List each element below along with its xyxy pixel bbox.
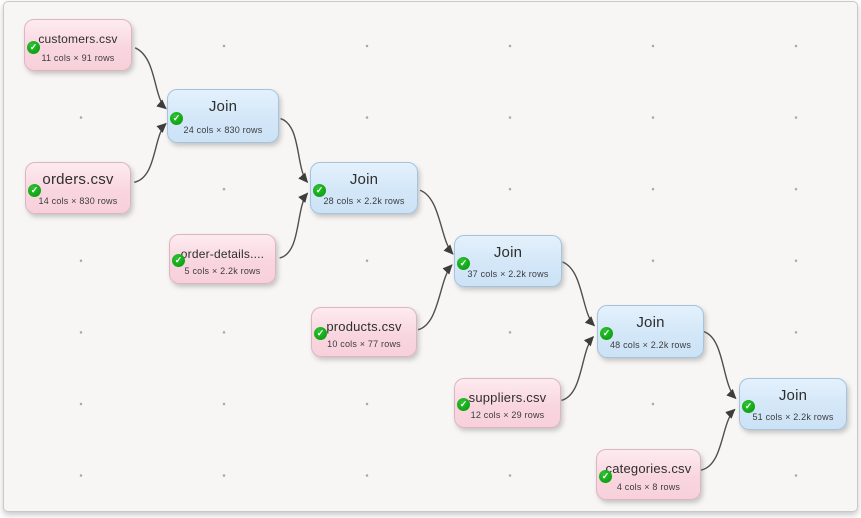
check-icon: ✓ [742, 399, 755, 413]
node-stats: 14 cols × 830 rows [38, 196, 118, 206]
node-stats: 48 cols × 2.2k rows [609, 340, 692, 350]
check-icon: ✓ [172, 254, 185, 268]
node-stats: 37 cols × 2.2k rows [467, 269, 549, 279]
check-icon: ✓ [314, 327, 327, 341]
node-title: categories.csv [605, 461, 692, 476]
flow-canvas[interactable]: customers.csv ✓ 11 cols × 91 rows Join ✓… [3, 1, 858, 512]
node-stats: 5 cols × 2.2k rows [184, 266, 261, 276]
node-suppliers-csv[interactable]: suppliers.csv ✓ 12 cols × 29 rows [454, 378, 561, 428]
node-title: order-details.... [180, 247, 265, 261]
connector-categories-to-join5 [700, 408, 736, 471]
check-icon: ✓ [28, 183, 41, 197]
node-stats: 4 cols × 8 rows [616, 482, 681, 492]
check-icon: ✓ [457, 398, 470, 412]
node-title: orders.csv [42, 171, 114, 188]
node-title: Join [778, 387, 808, 404]
check-icon: ✓ [313, 183, 326, 197]
node-title: Join [636, 314, 665, 331]
node-stats: 12 cols × 29 rows [470, 410, 545, 420]
check-icon: ✓ [600, 327, 613, 341]
node-title: suppliers.csv [468, 390, 547, 405]
node-order-details-csv[interactable]: order-details.... ✓ 5 cols × 2.2k rows [169, 234, 276, 284]
node-orders-csv[interactable]: orders.csv ✓ 14 cols × 830 rows [25, 162, 131, 214]
connector-join2-to-join3 [419, 189, 454, 255]
connector-join1-to-join2 [280, 117, 309, 184]
check-icon: ✓ [27, 40, 40, 54]
node-title: Join [349, 171, 379, 188]
node-categories-csv[interactable]: categories.csv ✓ 4 cols × 8 rows [596, 449, 701, 500]
node-join-1[interactable]: Join ✓ 24 cols × 830 rows [167, 89, 279, 143]
node-join-3[interactable]: Join ✓ 37 cols × 2.2k rows [454, 235, 562, 287]
connector-join3-to-join4 [562, 261, 596, 327]
node-stats: 10 cols × 77 rows [327, 339, 401, 349]
node-title: Join [493, 244, 523, 261]
node-title: Join [208, 98, 238, 115]
node-title: customers.csv [38, 32, 118, 46]
node-stats: 11 cols × 91 rows [41, 53, 115, 63]
check-icon: ✓ [170, 111, 183, 125]
connector-join4-to-join5 [703, 331, 737, 400]
connector-products-to-join3 [417, 264, 453, 331]
node-title: products.csv [326, 319, 402, 334]
connector-orders-to-join1 [133, 122, 167, 183]
node-products-csv[interactable]: products.csv ✓ 10 cols × 77 rows [311, 307, 417, 357]
node-stats: 24 cols × 830 rows [183, 125, 263, 135]
check-icon: ✓ [457, 256, 470, 270]
connector-layer [133, 47, 737, 471]
check-icon: ✓ [599, 469, 612, 483]
connector-customers-to-join1 [134, 47, 167, 110]
node-join-2[interactable]: Join ✓ 28 cols × 2.2k rows [310, 162, 418, 214]
node-join-4[interactable]: Join ✓ 48 cols × 2.2k rows [597, 305, 704, 358]
node-stats: 28 cols × 2.2k rows [323, 196, 405, 206]
connector-suppliers-to-join4 [561, 335, 594, 402]
node-customers-csv[interactable]: customers.csv ✓ 11 cols × 91 rows [24, 19, 132, 71]
node-join-5[interactable]: Join ✓ 51 cols × 2.2k rows [739, 378, 847, 430]
connector-orderdetails-to-join2 [279, 192, 309, 259]
node-stats: 51 cols × 2.2k rows [752, 412, 834, 422]
